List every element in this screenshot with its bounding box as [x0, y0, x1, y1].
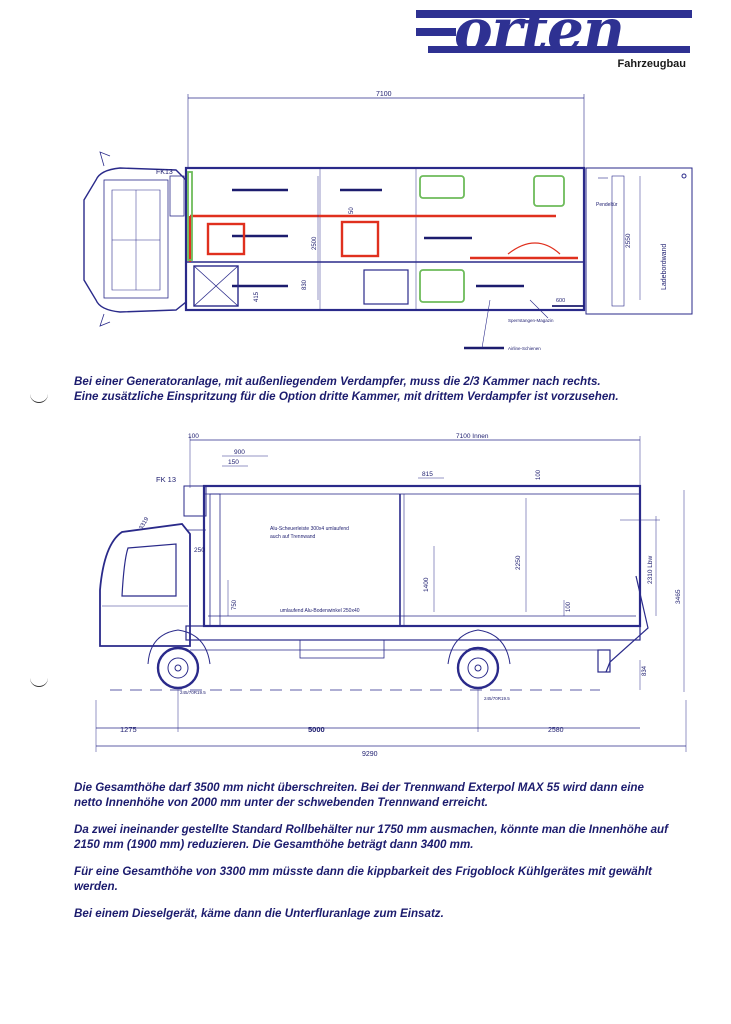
- side-dim-1400: 1400: [423, 577, 430, 592]
- side-dim-815: 815: [422, 471, 433, 478]
- top-dim-length: 7100: [376, 91, 392, 98]
- side-dim-900: 900: [234, 449, 245, 456]
- side-label-boden: umlaufend Alu-Bodenwinkel 250x40: [280, 608, 360, 614]
- side-dim-2310: 2310 Lbw: [647, 556, 654, 584]
- logo-bar-mid: [416, 28, 456, 36]
- top-dim-50: 50: [349, 207, 355, 214]
- logo-bar-top: [416, 10, 692, 18]
- caption-top-line1: Bei einer Generatoranlage, mit außenlieg…: [74, 375, 601, 388]
- top-dim-width: 2500: [312, 236, 318, 250]
- body-paragraph-1: Die Gesamthöhe darf 3500 mm nicht übersc…: [74, 781, 644, 809]
- top-fk-label: FK13: [156, 169, 173, 176]
- side-dim-100c: 100: [566, 601, 572, 612]
- side-dim-9290: 9290: [362, 751, 378, 758]
- side-dim-750: 750: [232, 599, 238, 610]
- top-label-airline: Airline-Schienen: [508, 346, 541, 351]
- side-dim-250: 250: [194, 547, 205, 554]
- side-dim-150: 150: [228, 459, 239, 466]
- top-dim-830: 830: [302, 279, 308, 290]
- body-paragraph-3: Für eine Gesamthöhe von 3300 mm müsste d…: [74, 865, 652, 893]
- body-paragraph-4: Bei einem Dieselgerät, käme dann die Unt…: [74, 907, 444, 920]
- side-dim-5000: 5000: [308, 725, 325, 734]
- brand-logo: orten Fahrzeugbau: [414, 0, 714, 80]
- logo-text: orten: [454, 0, 625, 64]
- side-dim-100b: 100: [536, 469, 542, 480]
- side-label-alu-scheuer-2: auch auf Trennwand: [270, 534, 316, 540]
- top-dim-rear: 2550: [625, 233, 632, 248]
- top-label-sperrstangen: Sperrstangen-Magazin: [508, 318, 554, 323]
- top-view-drawing: [83, 94, 693, 350]
- side-dim-1275: 1275: [120, 725, 137, 734]
- body-paragraph-2: Da zwei ineinander gestellte Standard Ro…: [74, 823, 668, 851]
- side-dim-834: 834: [642, 665, 648, 676]
- side-dim-3465: 3465: [675, 589, 682, 604]
- side-fk-label: FK 13: [156, 475, 176, 484]
- logo-bar-bottom: [428, 46, 690, 53]
- top-dim-415: 415: [254, 291, 260, 302]
- logo-subtitle: Fahrzeugbau: [617, 58, 686, 70]
- side-tire-left: 245/70R19.5: [180, 690, 206, 695]
- side-dim-2580: 2580: [548, 727, 564, 734]
- caption-top-line2: Eine zusätzliche Einspritzung für die Op…: [74, 390, 619, 403]
- side-view-drawing: [95, 436, 687, 752]
- side-label-alu-scheuer: Alu-Scheuerleiste 300x4 umlaufend: [270, 526, 349, 532]
- side-dim-2250: 2250: [515, 555, 522, 570]
- punch-hole-top: [30, 388, 48, 403]
- top-label-ladebordwand: Ladebordwand: [661, 244, 668, 290]
- top-label-pendeltuer: Pendeltür: [596, 202, 618, 208]
- side-dim-inner: 7100 Innen: [456, 433, 489, 440]
- side-tire-right: 245/70R19.5: [484, 696, 510, 701]
- side-dim-100: 100: [188, 433, 199, 440]
- punch-hole-bottom: [30, 672, 48, 687]
- top-dim-600: 600: [556, 298, 565, 304]
